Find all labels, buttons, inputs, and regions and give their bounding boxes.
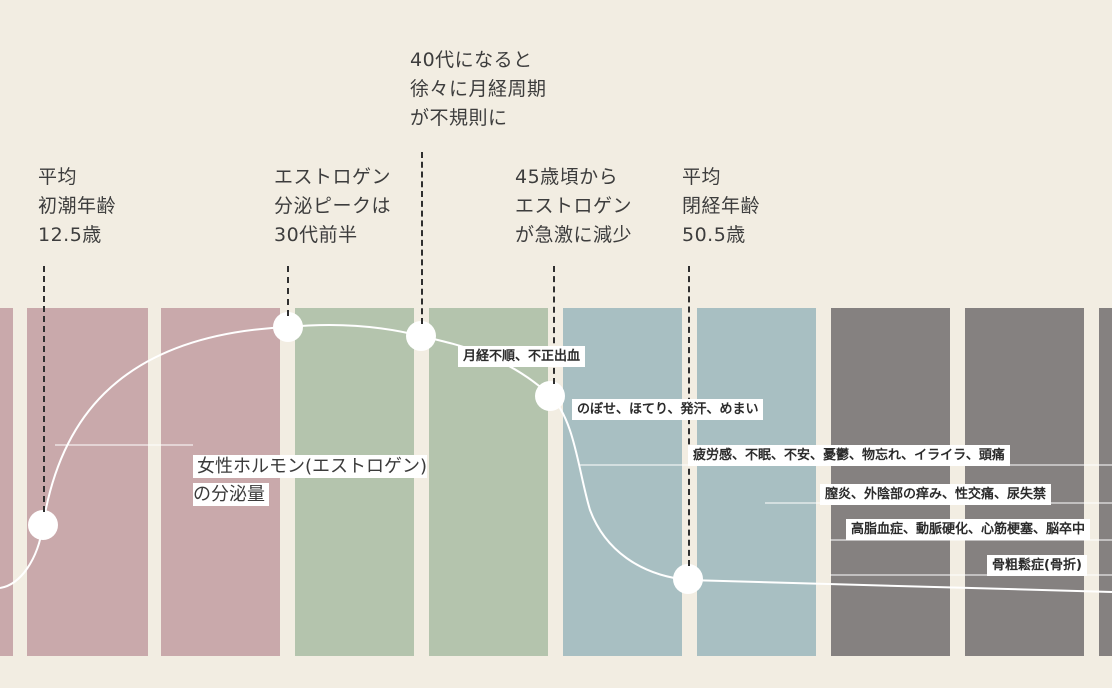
estrogen-decline-note: 45歳頃から エストロゲン が急激に減少 bbox=[515, 166, 633, 246]
column-menopause bbox=[697, 308, 816, 656]
hormone-curve-label-text: 女性ホルモン(エストロゲン) の分泌量 bbox=[193, 455, 428, 506]
symptom-label-osteoporosis: 骨粗鬆症(骨折) bbox=[987, 555, 1087, 576]
hormone-curve-label: 女性ホルモン(エストロゲン) の分泌量 bbox=[193, 425, 428, 509]
irregular-cycle-note: 40代になると 徐々に月経周期 が不規則に bbox=[410, 49, 547, 129]
column-puberty bbox=[0, 308, 13, 656]
menarche-dashed-line bbox=[43, 266, 45, 512]
column-puberty bbox=[161, 308, 280, 656]
estrogen-peak-marker bbox=[273, 312, 303, 342]
column-puberty bbox=[27, 308, 148, 656]
column-senescence bbox=[831, 308, 950, 656]
column-senescence bbox=[965, 308, 1084, 656]
symptom-label-hot-flash: のぼせ、ほてり、発汗、めまい bbox=[572, 399, 764, 420]
menarche-marker bbox=[28, 510, 58, 540]
menopause-note: 平均 閉経年齢 50.5歳 bbox=[682, 166, 761, 246]
menopause-marker bbox=[673, 564, 703, 594]
column-maturity bbox=[295, 308, 414, 656]
column-senescence bbox=[1099, 308, 1112, 656]
menarche-note: 平均 初潮年齢 12.5歳 bbox=[38, 166, 117, 246]
irregular-cycle-marker bbox=[406, 321, 436, 351]
symptom-label-mental: 疲労感、不眠、不安、憂鬱、物忘れ、イライラ、頭痛 bbox=[688, 445, 1010, 466]
symptom-label-urogenital: 膣炎、外陰部の痒み、性交痛、尿失禁 bbox=[820, 484, 1052, 505]
estrogen-peak-dashed-line bbox=[287, 266, 289, 316]
estrogen-peak-note: エストロゲン 分泌ピークは 30代前半 bbox=[274, 166, 392, 246]
estrogen-decline-dashed-line bbox=[553, 266, 555, 384]
symptom-label-cardiovascular: 高脂血症、動脈硬化、心筋梗塞、脳卒中 bbox=[846, 519, 1091, 540]
irregular-cycle-dashed-line bbox=[421, 152, 423, 324]
estrogen-decline-marker bbox=[535, 381, 565, 411]
symptom-label-menstrual: 月経不順、不正出血 bbox=[458, 346, 586, 367]
